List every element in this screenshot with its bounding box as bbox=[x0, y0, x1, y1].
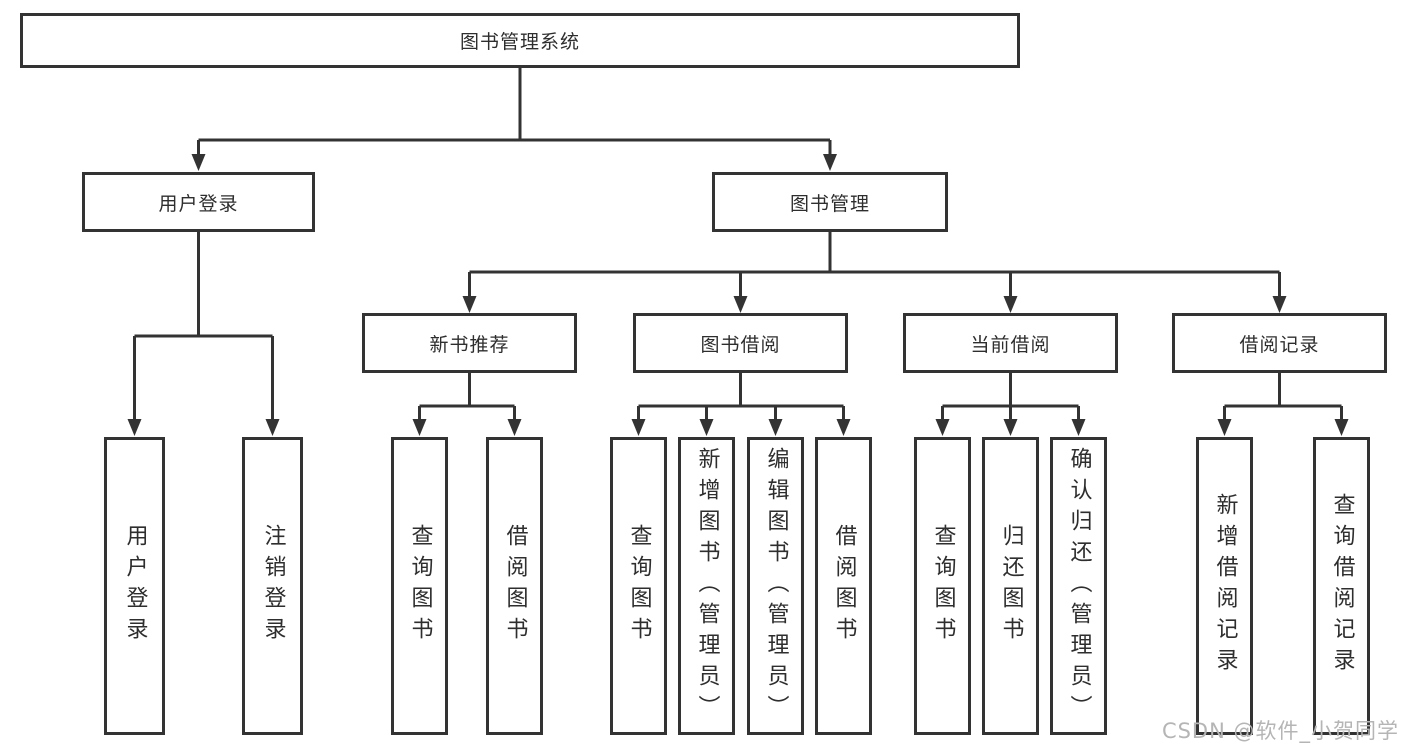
leaf-label: 查询图书 bbox=[626, 524, 652, 648]
leaf-label: 确认归还（管理员） bbox=[1066, 446, 1092, 726]
leaf-label: 借阅图书 bbox=[831, 524, 857, 648]
node-new-book-recommendation: 新书推荐 bbox=[362, 313, 577, 373]
node-user-login: 用户登录 bbox=[82, 172, 315, 232]
leaf-logout: 注销登录 bbox=[242, 437, 303, 735]
leaf-label: 注销登录 bbox=[260, 524, 286, 648]
node-borrowing-records: 借阅记录 bbox=[1172, 313, 1387, 373]
leaf-label: 编辑图书（管理员） bbox=[763, 446, 789, 726]
leaf-query-books-recommend: 查询图书 bbox=[391, 437, 448, 735]
leaf-query-borrow-record: 查询借阅记录 bbox=[1313, 437, 1370, 735]
leaf-return-books: 归还图书 bbox=[982, 437, 1039, 735]
node-book-management: 图书管理 bbox=[712, 172, 948, 232]
node-current-borrowing: 当前借阅 bbox=[903, 313, 1118, 373]
leaf-label: 归还图书 bbox=[998, 524, 1024, 648]
leaf-query-books-current: 查询图书 bbox=[914, 437, 971, 735]
leaf-confirm-return-admin: 确认归还（管理员） bbox=[1050, 437, 1107, 735]
leaf-user-login: 用户登录 bbox=[104, 437, 165, 735]
arrowhead-icons bbox=[127, 154, 1349, 436]
leaf-label: 查询图书 bbox=[407, 524, 433, 648]
leaf-edit-books-admin: 编辑图书（管理员） bbox=[747, 437, 804, 735]
leaf-label: 借阅图书 bbox=[502, 524, 528, 648]
leaf-add-borrow-record: 新增借阅记录 bbox=[1196, 437, 1253, 735]
leaf-label: 查询图书 bbox=[930, 524, 956, 648]
leaf-label: 用户登录 bbox=[122, 524, 148, 648]
node-library-management-system: 图书管理系统 bbox=[20, 13, 1020, 68]
node-book-borrowing: 图书借阅 bbox=[633, 313, 848, 373]
leaf-query-books-borrow: 查询图书 bbox=[610, 437, 667, 735]
leaf-label: 新增图书（管理员） bbox=[694, 446, 720, 726]
leaf-label: 新增借阅记录 bbox=[1212, 493, 1238, 679]
leaf-label: 查询借阅记录 bbox=[1329, 493, 1355, 679]
leaf-add-books-admin: 新增图书（管理员） bbox=[678, 437, 735, 735]
leaf-borrow-books: 借阅图书 bbox=[815, 437, 872, 735]
leaf-borrow-books-recommend: 借阅图书 bbox=[486, 437, 543, 735]
